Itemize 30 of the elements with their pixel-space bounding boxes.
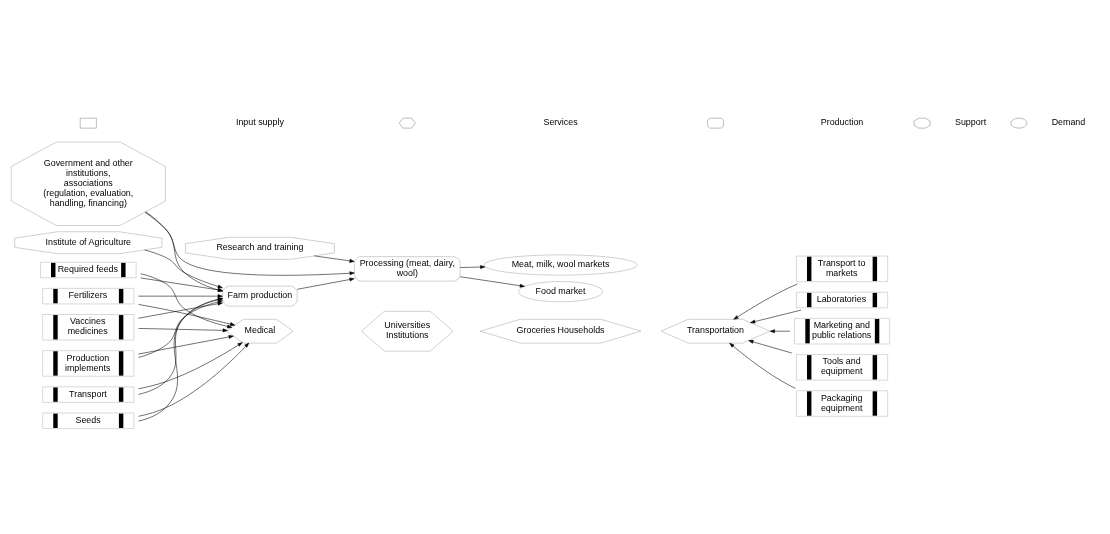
arrow [138, 341, 243, 389]
arrow [138, 334, 234, 354]
arrow [144, 211, 355, 276]
arrow [138, 327, 228, 332]
node-box: Processing (meat, dairy, wool) [354, 255, 461, 281]
arrow [729, 342, 796, 389]
arrow [769, 328, 791, 333]
arrow [140, 272, 233, 328]
node-ellipse: Meat, milk, wool markets [483, 254, 638, 275]
arrow [138, 342, 250, 417]
legend-label: Support [954, 116, 987, 127]
arrow [138, 293, 223, 298]
arrow [144, 249, 223, 288]
arrow [748, 339, 792, 353]
legend-label: Input supply [235, 116, 284, 127]
arrow [750, 309, 802, 323]
arrow [140, 277, 223, 292]
arrow [296, 277, 355, 290]
legend-label: Demand [1051, 116, 1086, 127]
legend-label: Services [543, 116, 578, 127]
arrow [138, 299, 223, 358]
arrow [459, 264, 486, 269]
arrow [145, 211, 223, 292]
arrow [138, 301, 223, 319]
node-box: Farm production [222, 285, 298, 306]
arrow [459, 275, 525, 288]
arrow [314, 255, 355, 263]
arrow [138, 303, 236, 326]
legend-label: Production [820, 116, 864, 127]
arrow [733, 283, 798, 320]
